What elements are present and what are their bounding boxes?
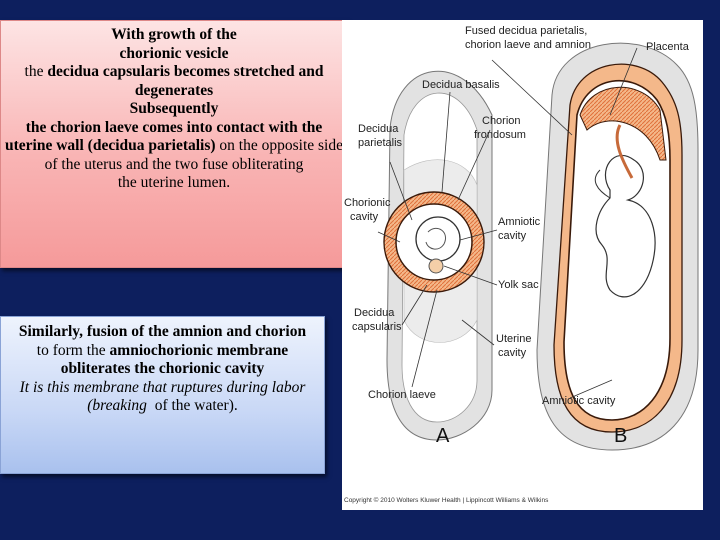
panel-a-uterus xyxy=(383,70,493,441)
blue-text-box: Similarly, fusion of the amnion and chor… xyxy=(0,316,325,474)
label-decidua-parietalis-2: parietalis xyxy=(358,137,403,149)
label-chorion-laeve: Chorion laeve xyxy=(368,389,436,401)
panel-a-letter: A xyxy=(436,425,450,447)
box2-line-1: Similarly, fusion of the amnion and chor… xyxy=(18,323,307,340)
label-yolk-sac: Yolk sac xyxy=(498,279,539,291)
label-decidua-basalis: Decidua basalis xyxy=(422,79,500,91)
diagram-svg: Fused decidua parietalis, chorion laeve … xyxy=(344,25,699,504)
umbilical-cord-b xyxy=(615,124,634,179)
label-amniotic-cavity-a-2: cavity xyxy=(498,230,527,242)
placenta-b xyxy=(579,86,667,161)
box1-line-5: the uterine lumen. xyxy=(117,174,231,191)
panel-b-uterus xyxy=(536,42,699,451)
box2-line-2: to form the amniochorionic membrane obli… xyxy=(36,341,289,378)
label-chorionic-cavity-2: cavity xyxy=(350,211,379,223)
label-decidua-capsularis-1: Decidua xyxy=(354,307,395,319)
label-uterine-cavity-2: cavity xyxy=(498,347,527,359)
label-amniotic-cavity-b: Amniotic cavity xyxy=(542,395,616,407)
label-decidua-parietalis-1: Decidua xyxy=(358,123,399,135)
box2-line-4: (breaking of the water). xyxy=(87,397,238,414)
leader-lines xyxy=(377,47,638,399)
copyright-notice: Copyright © 2010 Wolters Kluwer Health |… xyxy=(344,496,549,504)
label-chorion-frondosum-1: Chorion xyxy=(482,115,521,127)
label-chorionic-cavity-1: Chorionic xyxy=(344,197,391,209)
label-chorion-frondosum-2: frondosum xyxy=(474,129,526,141)
amnion-a xyxy=(415,216,461,262)
box1-line-2: the decidua capsularis becomes stretched… xyxy=(24,63,324,99)
label-amniotic-cavity-a-1: Amniotic xyxy=(498,216,541,228)
yolk-sac-a xyxy=(428,258,444,274)
panel-b-letter: B xyxy=(614,425,627,447)
label-uterine-cavity-1: Uterine xyxy=(496,333,531,345)
embryo-diagram: Fused decidua parietalis, chorion laeve … xyxy=(342,20,703,510)
box1-line-4: the chorion laeve comes into contact wit… xyxy=(5,118,343,173)
fetus-b xyxy=(595,154,656,298)
label-placenta: Placenta xyxy=(646,41,690,53)
box1-line-3: Subsequently xyxy=(129,100,219,117)
label-fused-line-2: chorion laeve and amnion xyxy=(465,39,591,51)
box2-line-3: It is this membrane that ruptures during… xyxy=(19,378,306,396)
label-fused-line-1: Fused decidua parietalis, xyxy=(465,25,587,37)
label-decidua-capsularis-2: capsularis xyxy=(352,321,402,333)
